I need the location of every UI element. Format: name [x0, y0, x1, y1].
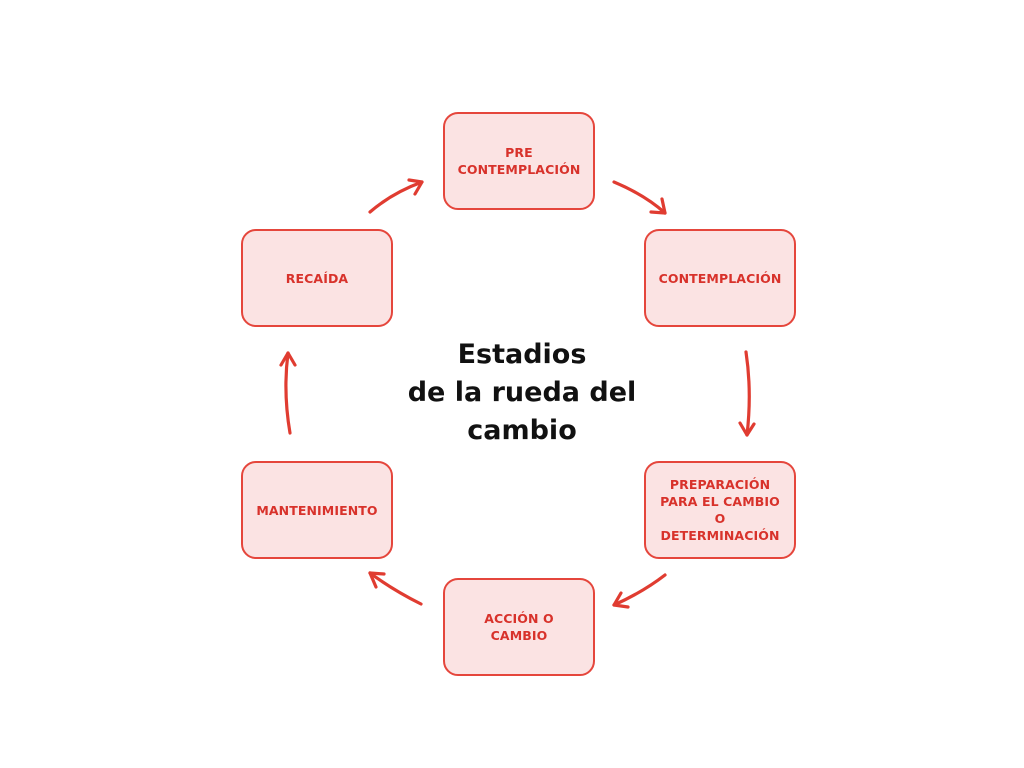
stage-preparacion: PREPARACIÓN PARA EL CAMBIO O DETERMINACI…	[644, 461, 796, 559]
arrow-pre-to-contemplacion	[612, 180, 667, 215]
stage-label: MANTENIMIENTO	[256, 502, 378, 518]
arrow-mantenimiento-to-recaida	[279, 351, 297, 435]
stage-label: CONTEMPLACIÓN	[658, 270, 782, 286]
stage-label: ACCIÓN O CAMBIO	[484, 611, 554, 643]
stage-contemplacion: CONTEMPLACIÓN	[644, 229, 796, 327]
arrow-contemplacion-to-preparacion	[738, 350, 756, 437]
stage-label: RECAÍDA	[285, 270, 349, 286]
diagram-title: Estadios de la rueda del cambio	[407, 339, 637, 446]
arrow-preparacion-to-accion	[612, 573, 667, 609]
stage-label: PRE CONTEMPLACIÓN	[457, 145, 581, 177]
arrow-accion-to-mantenimiento	[368, 571, 423, 606]
stage-pre-contemplacion: PRE CONTEMPLACIÓN	[443, 112, 595, 210]
stage-recaida: RECAÍDA	[241, 229, 393, 327]
stage-accion: ACCIÓN O CAMBIO	[443, 578, 595, 676]
stage-mantenimiento: MANTENIMIENTO	[241, 461, 393, 559]
stage-label: PREPARACIÓN PARA EL CAMBIO O DETERMINACI…	[660, 477, 780, 543]
arrow-recaida-to-pre	[368, 178, 424, 214]
